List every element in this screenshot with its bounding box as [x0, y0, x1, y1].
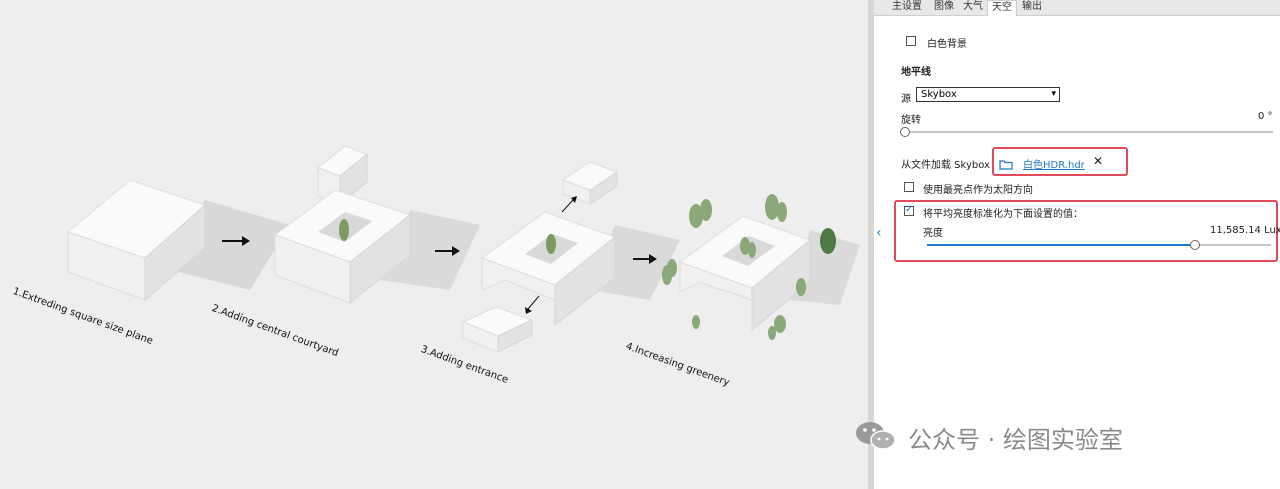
massing-diagram — [66, 145, 860, 353]
source-select-value: Skybox — [921, 89, 957, 100]
brightness-slider-fill — [927, 244, 1196, 246]
rotation-slider-thumb[interactable] — [900, 127, 910, 137]
brightness-value: 11,585.14 Lux — [1210, 225, 1280, 236]
arrow-2 — [435, 246, 460, 256]
file-highlight-box — [992, 147, 1128, 176]
tab-sky[interactable]: 天空 — [987, 0, 1017, 16]
arrow-3 — [633, 254, 657, 264]
rotation-slider-track[interactable] — [905, 131, 1273, 133]
collapse-panel-button[interactable]: ‹ — [876, 225, 886, 241]
arrow-1 — [222, 236, 250, 246]
rotation-label: 旋转 — [901, 115, 921, 126]
tab-bar: 主设置 图像 大气 天空 输出 — [874, 0, 1280, 16]
block-2 — [273, 145, 412, 305]
block-3 — [461, 161, 619, 353]
render-viewport[interactable]: 1.Extreding square size plane 2.Adding c… — [0, 0, 868, 489]
watermark-text: 公众号 · 绘图实验室 — [908, 426, 1123, 454]
load-skybox-label: 从文件加载 Skybox — [901, 160, 990, 171]
normalize-highlight-box — [894, 200, 1278, 262]
brightness-label: 亮度 — [923, 228, 943, 239]
horizon-heading: 地平线 — [901, 67, 931, 78]
source-select[interactable]: Skybox ▾ — [916, 87, 1060, 102]
panel-divider[interactable] — [868, 0, 874, 489]
folder-icon[interactable] — [999, 155, 1013, 174]
tab-image[interactable]: 图像 — [934, 1, 954, 12]
watermark: 公众号 · 绘图实验室 — [852, 418, 1252, 458]
chevron-down-icon: ▾ — [1051, 89, 1056, 99]
wechat-icon — [856, 422, 896, 450]
white-background-checkbox[interactable] — [906, 36, 916, 46]
normalize-label: 将平均亮度标准化为下面设置的值： — [923, 209, 1083, 220]
block-4 — [662, 194, 836, 340]
brightness-slider-thumb[interactable] — [1190, 240, 1201, 250]
tab-main[interactable]: 主设置 — [892, 1, 922, 12]
block-1 — [66, 179, 206, 302]
white-background-label: 白色背景 — [927, 39, 967, 50]
normalize-checkbox[interactable] — [904, 204, 914, 216]
close-icon[interactable]: ✕ — [1093, 154, 1104, 168]
use-brightest-label: 使用最亮点作为太阳方向 — [923, 185, 1033, 196]
rotation-value: 0 ° — [1258, 111, 1273, 122]
tab-output[interactable]: 输出 — [1022, 1, 1042, 12]
use-brightest-checkbox[interactable] — [904, 182, 914, 192]
source-label: 源 — [901, 94, 911, 105]
chevron-left-icon: ‹ — [876, 225, 882, 241]
skybox-file-link[interactable]: 白色HDR.hdr — [1023, 160, 1085, 171]
tab-atmosphere[interactable]: 大气 — [963, 1, 983, 12]
